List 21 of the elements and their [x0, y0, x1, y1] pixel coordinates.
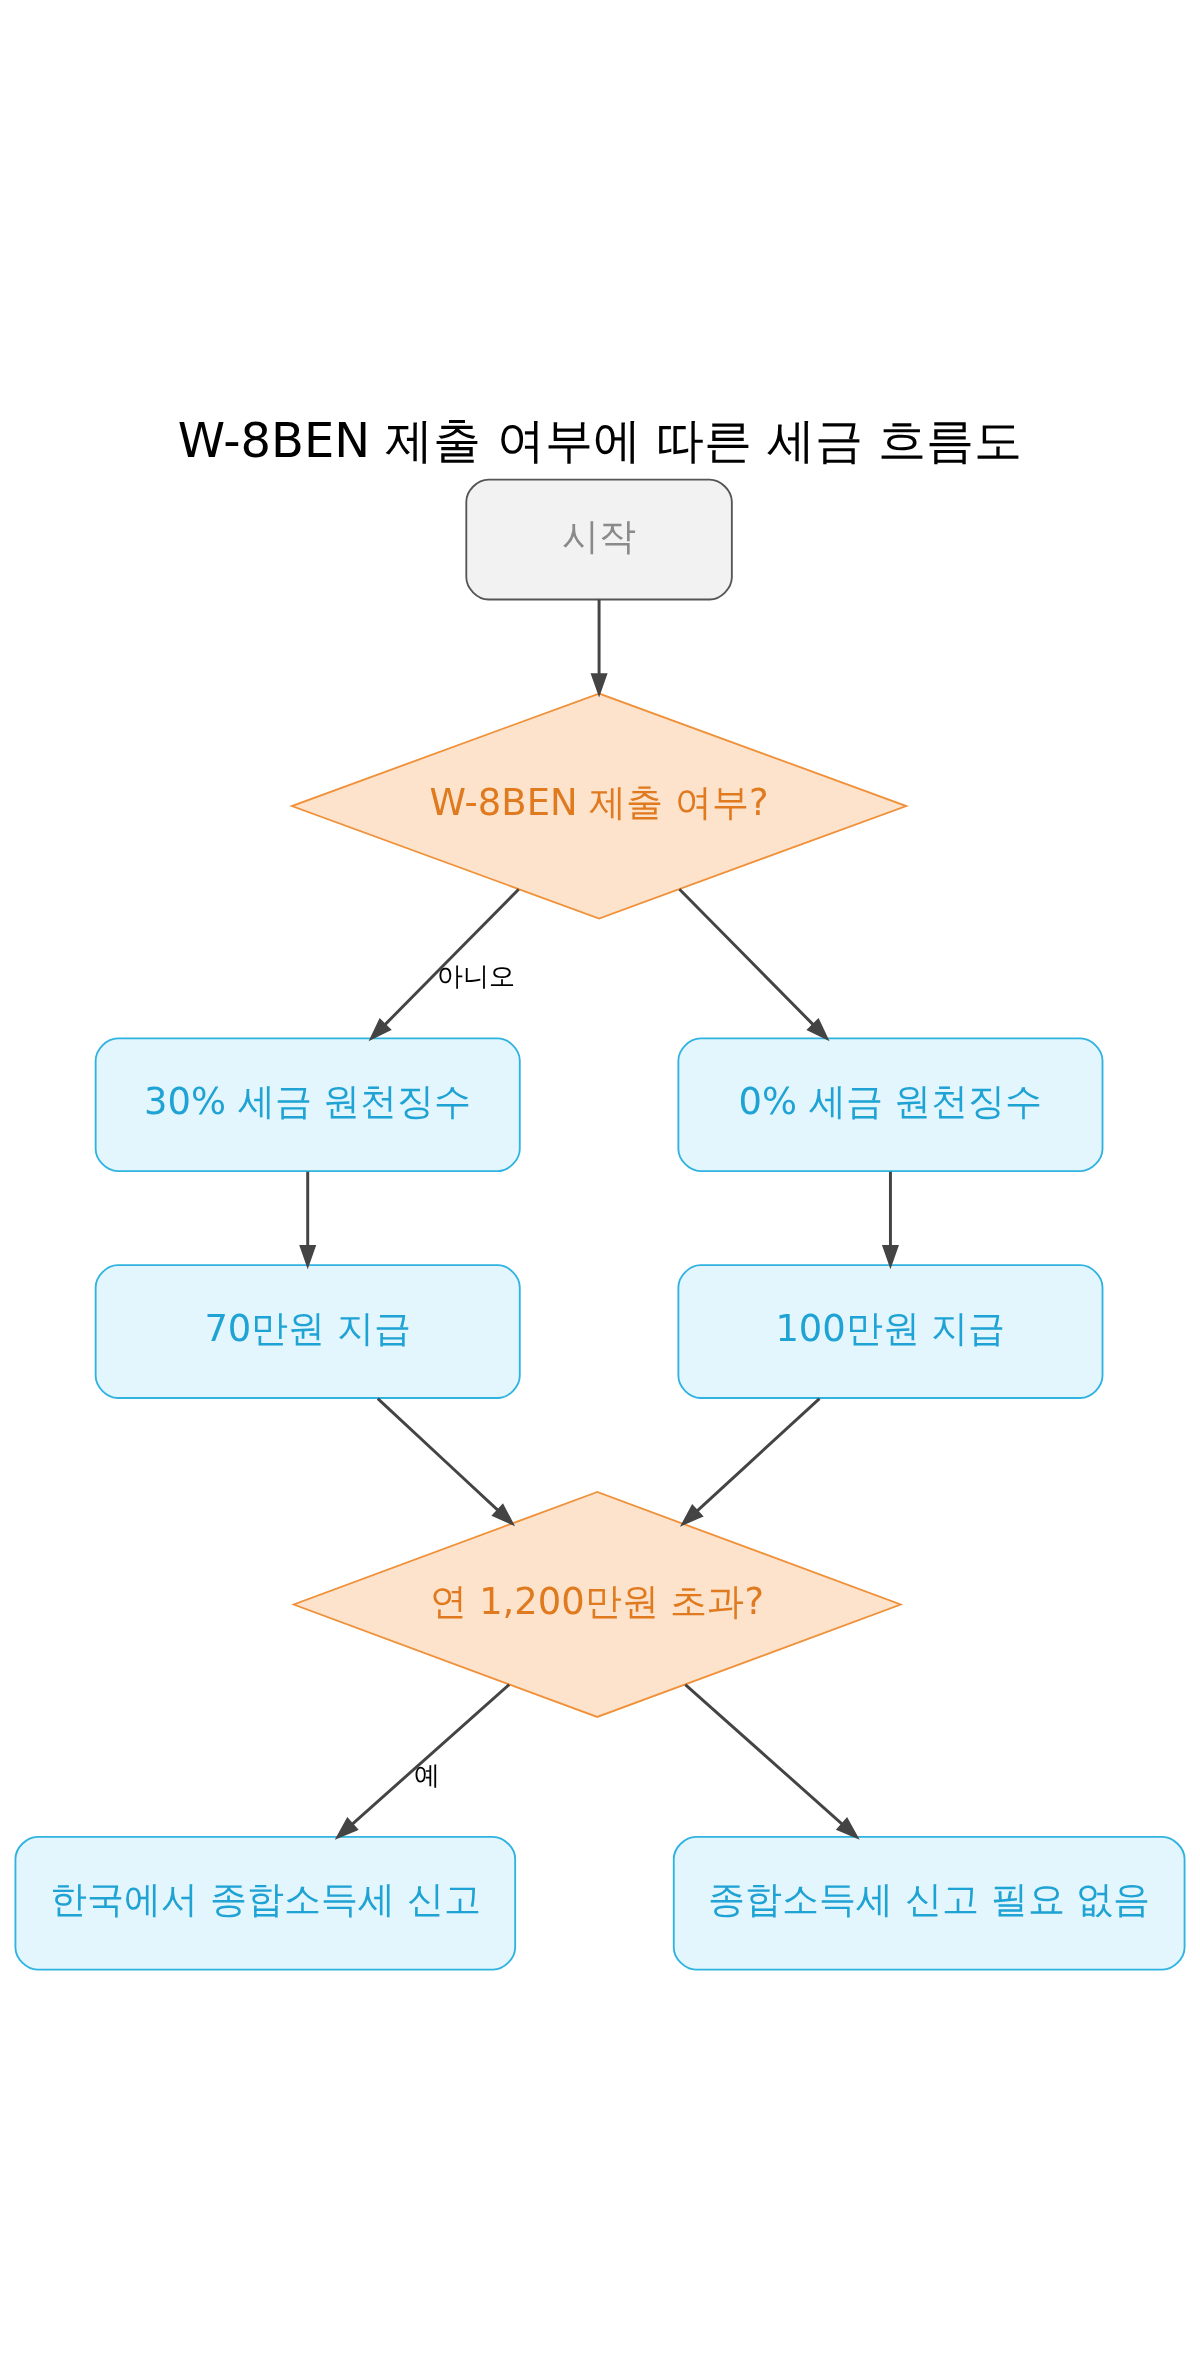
- arrow: [368, 887, 520, 1041]
- edge-label: 예: [413, 1759, 440, 1790]
- arrow: [590, 599, 608, 698]
- node-diamond: W-8BEN 제출 여부?: [289, 692, 909, 919]
- node-box: 한국에서 종합소득세 신고: [14, 1835, 517, 1971]
- node-box: 종합소득세 신고 필요 없음: [672, 1835, 1186, 1971]
- arrow: [881, 1171, 899, 1269]
- edge-label: 아니오: [437, 960, 516, 991]
- arrow: [299, 1171, 317, 1269]
- node-box: 0% 세금 원천징수: [677, 1036, 1104, 1172]
- node-diamond: 연 1,200만원 초과?: [291, 1490, 904, 1718]
- arrow: [678, 887, 830, 1041]
- diagram-title: W-8BEN 제출 여부에 따른 세금 흐름도: [177, 412, 1023, 468]
- arrow: [679, 1397, 821, 1527]
- node-box: 시작: [465, 478, 733, 600]
- arrow: [334, 1683, 511, 1840]
- node-box: 30% 세금 원천징수: [94, 1036, 521, 1172]
- node-box: 70만원 지급: [94, 1263, 521, 1399]
- arrow: [684, 1683, 860, 1840]
- arrow: [376, 1397, 516, 1526]
- node-box: 100만원 지급: [677, 1263, 1104, 1399]
